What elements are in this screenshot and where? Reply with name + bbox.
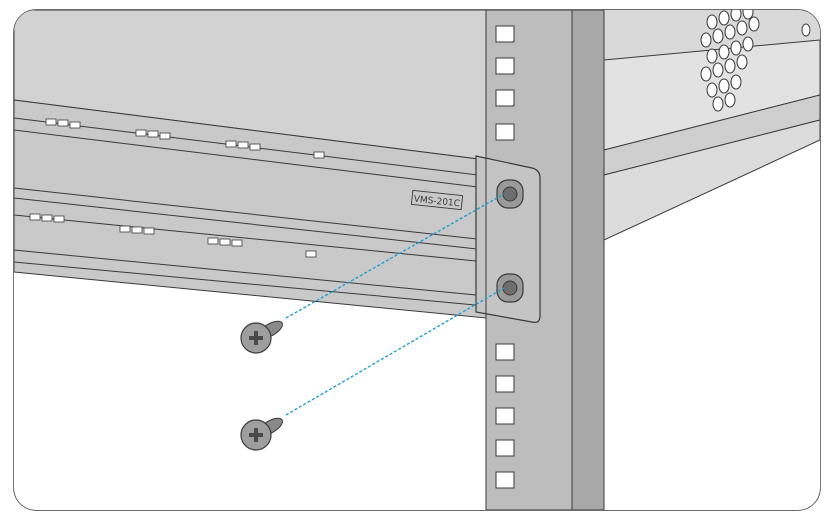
leader-line-top (285, 193, 505, 319)
device-slots (29, 118, 325, 258)
rail-holes (495, 25, 515, 489)
mounting-bracket (475, 155, 541, 323)
model-label-box (410, 189, 464, 211)
screw-icon (240, 417, 283, 451)
leader-line-bottom (285, 287, 505, 416)
mounting-hole-icon (496, 179, 524, 209)
model-label: VMS-201C (413, 195, 460, 210)
mounting-hole-icon (496, 273, 524, 303)
screw-icon (240, 320, 283, 354)
vent-grille-icon (700, 10, 811, 112)
device-ribs (14, 117, 487, 307)
rack-rail-side (571, 10, 605, 510)
